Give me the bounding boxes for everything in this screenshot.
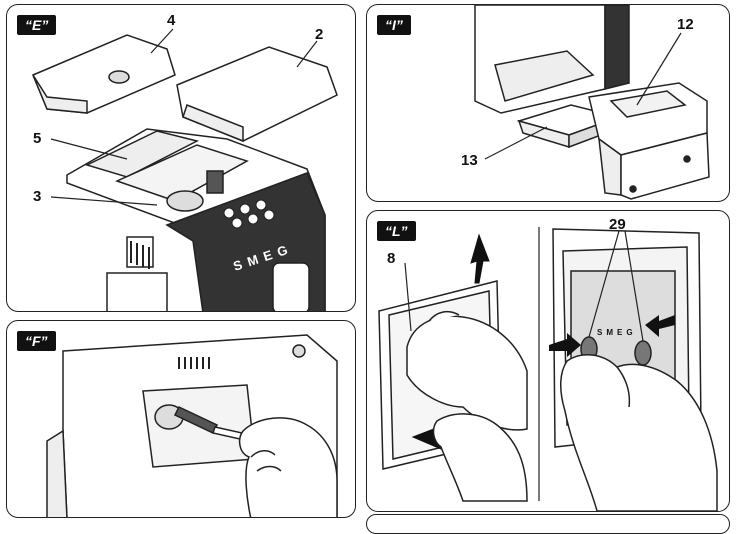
panel-i: “I” 12 13: [366, 4, 730, 202]
lid-part-4: [32, 34, 176, 114]
hand-f: [238, 417, 338, 517]
label-29: 29: [609, 216, 626, 233]
leader-lines-l: [588, 230, 644, 342]
panel-l: “L” 8 SMEG: [366, 210, 730, 512]
vent-slots-f: [178, 357, 210, 369]
arrow-up-icon: [470, 233, 490, 284]
panel-tag-e: “E”: [17, 15, 57, 35]
label-4: 4: [167, 12, 176, 29]
panel-tag-i: “I”: [377, 15, 411, 35]
hand-l-upper: [406, 310, 528, 431]
vent-slots: [130, 241, 150, 269]
panel-partial: [366, 514, 730, 534]
arrow-left-small-icon: [645, 315, 675, 337]
panel-tag-f: “F”: [17, 331, 56, 351]
machine-body: [66, 128, 326, 311]
hand-l-lower: [432, 413, 528, 502]
cover-part-2: [176, 46, 338, 143]
label-13: 13: [461, 152, 478, 169]
brand-logo-l: SMEG: [597, 328, 637, 337]
panel-i-illustration: 12 13: [461, 5, 710, 200]
label-2: 2: [315, 26, 323, 43]
leader-lines-e: [50, 28, 318, 206]
label-12: 12: [677, 16, 694, 33]
machine-base: [474, 5, 630, 114]
panel-l-illustration: 8 SMEG 29: [378, 216, 718, 511]
label-8: 8: [387, 250, 395, 267]
label-3: 3: [33, 188, 41, 205]
panel-e-illustration: SMEG 4 2 5 3: [32, 12, 338, 311]
grounds-container-part-12: [588, 82, 710, 200]
hand-l-right: [560, 354, 718, 511]
panel-tag-l: “L”: [377, 221, 416, 241]
label-5: 5: [33, 130, 41, 147]
leader-lines-i: [484, 32, 682, 160]
panel-f: “F”: [6, 320, 356, 518]
control-buttons: [223, 199, 275, 229]
panel-f-illustration: [46, 334, 338, 517]
arrow-right-icon: [549, 333, 581, 357]
panel-e: “E”: [6, 4, 356, 312]
